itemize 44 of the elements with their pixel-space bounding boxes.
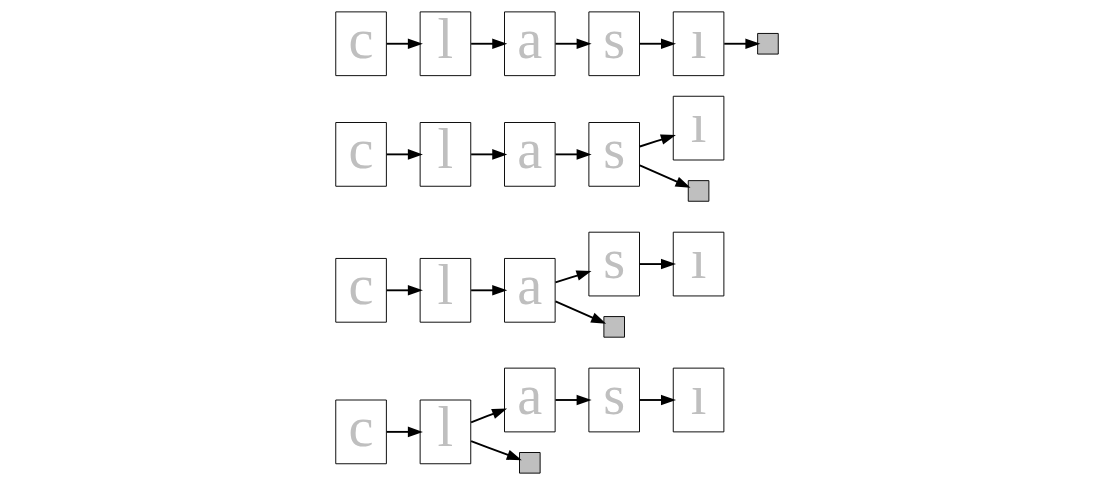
node-box: [518, 452, 541, 474]
arrow: [385, 38, 423, 49]
node-box: s: [587, 367, 640, 433]
node-box: l: [419, 122, 471, 187]
arrow: [385, 426, 423, 438]
node-box: s: [587, 11, 640, 77]
node-box: ı: [672, 231, 724, 297]
arrow: [638, 164, 690, 188]
node-box: a: [503, 367, 556, 433]
node-box: ı: [672, 95, 724, 161]
arrow: [554, 149, 592, 160]
arrow: [638, 258, 676, 270]
arrow: [554, 394, 592, 406]
node-box: ı: [672, 367, 724, 433]
node-box: s: [587, 122, 640, 187]
node-box: c: [334, 399, 387, 465]
node-box: ı: [672, 11, 724, 77]
arrow: [469, 440, 522, 461]
arrow: [554, 38, 592, 49]
arrow: [469, 285, 507, 296]
node-box: s: [587, 231, 640, 297]
arrow: [469, 149, 507, 160]
node-box: a: [503, 122, 556, 187]
arrow: [638, 38, 676, 49]
arrow: [469, 38, 507, 49]
arrow: [385, 149, 423, 160]
node-box: c: [334, 257, 387, 323]
node-box: l: [419, 399, 471, 465]
arrow: [554, 300, 606, 324]
node-box: a: [503, 257, 556, 323]
arrow: [638, 134, 676, 148]
arrow: [722, 38, 760, 49]
node-box: c: [334, 122, 387, 187]
node-box: l: [419, 257, 471, 323]
arrow: [469, 408, 507, 424]
node-box: a: [503, 11, 556, 77]
arrow: [638, 394, 676, 406]
node-box: c: [334, 11, 387, 77]
node-box: [602, 316, 625, 338]
node-box: [756, 32, 779, 55]
arrow: [554, 270, 591, 284]
arrow: [385, 285, 423, 296]
node-box: l: [419, 11, 471, 77]
node-box: [687, 180, 709, 202]
